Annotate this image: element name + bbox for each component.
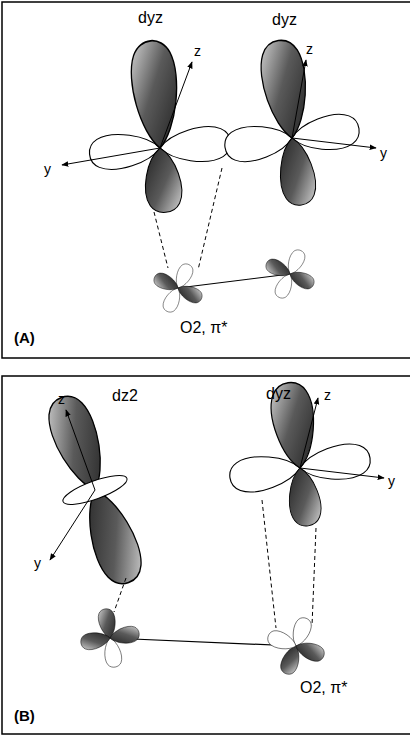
o2-pi-star-orbital bbox=[258, 608, 334, 684]
d-orbital bbox=[80, 35, 236, 219]
o2-pi-star-orbital bbox=[144, 254, 213, 323]
orbital-label: dyz bbox=[138, 10, 163, 26]
dz2-orbital bbox=[29, 386, 160, 594]
o2-pi-star-orbital bbox=[256, 240, 325, 309]
axis-label: z bbox=[194, 44, 201, 58]
axis-label: y bbox=[380, 146, 387, 160]
axis-label: z bbox=[58, 392, 65, 406]
orbital-label: dyz bbox=[266, 386, 291, 402]
axis-label: y bbox=[34, 556, 41, 570]
panel-label: (B) bbox=[14, 708, 35, 723]
orbital-label: dyz bbox=[272, 12, 297, 28]
axis-label: z bbox=[306, 42, 313, 56]
o2-pi-star-orbital bbox=[76, 604, 144, 672]
axis-label: z bbox=[324, 388, 331, 402]
orbital-label: O2, π* bbox=[180, 320, 228, 336]
d-orbital bbox=[218, 373, 378, 536]
orbital-label: O2, π* bbox=[300, 680, 348, 696]
axis-label: y bbox=[44, 162, 51, 176]
d-orbital bbox=[211, 31, 368, 214]
orbital-label: dz2 bbox=[112, 388, 138, 404]
panel-frame bbox=[2, 376, 410, 734]
panel-label: (A) bbox=[14, 330, 35, 345]
panel-frame bbox=[2, 2, 410, 358]
axis-label: y bbox=[388, 474, 395, 488]
